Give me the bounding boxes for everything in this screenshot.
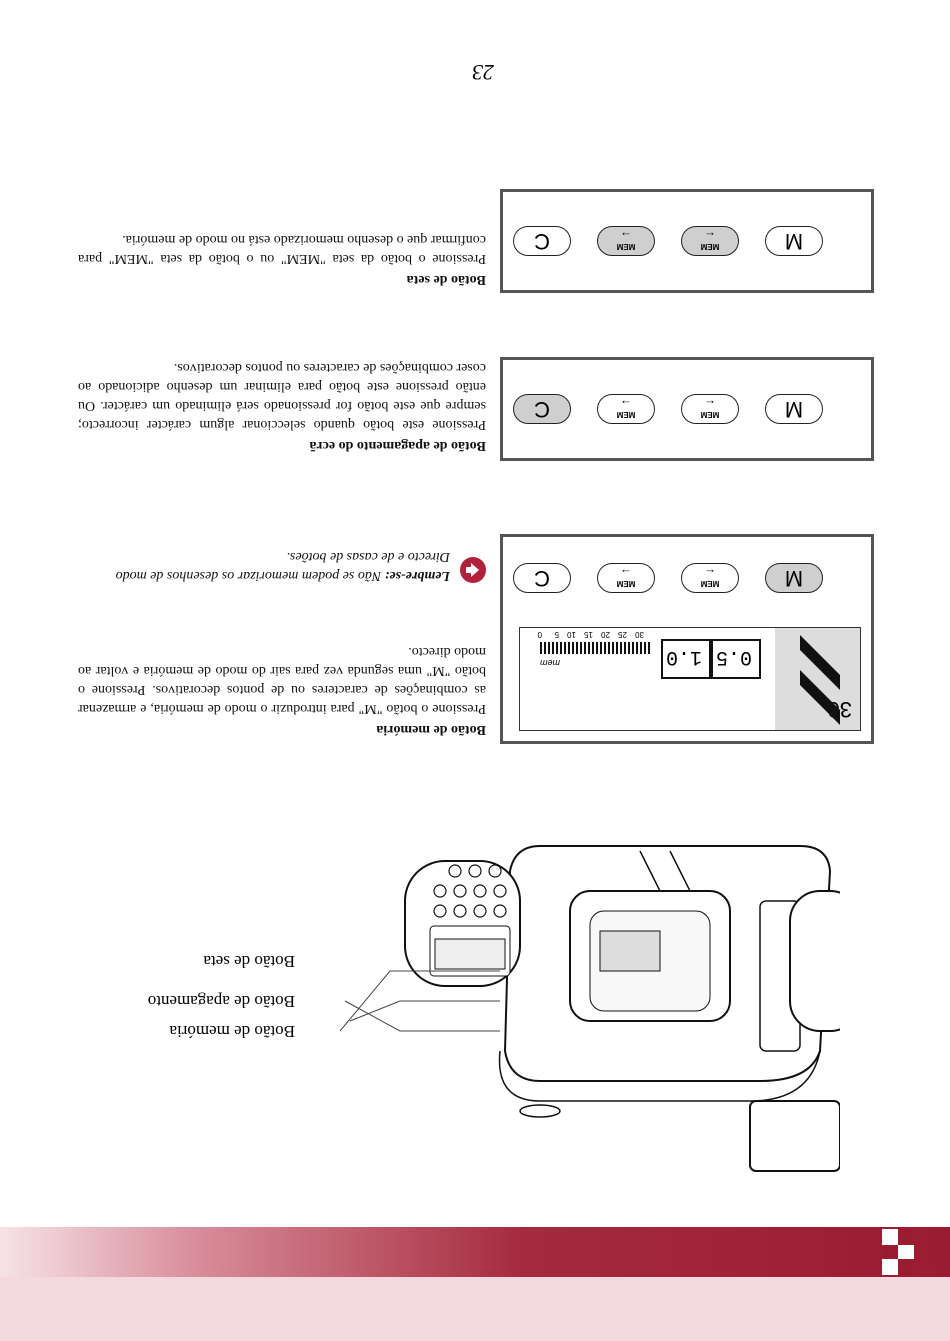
lcd-scale-tick: 5 [554,630,559,639]
arrow-right-icon: → [620,397,632,411]
arrow-right-icon: → [620,566,632,580]
note-arrow-icon [460,557,486,583]
section-memory: Botão de memória Pressione o botão "M" p… [78,642,486,739]
label-memory-button: Botão de memória [169,1022,295,1041]
lcd-mem-label: mem [539,658,560,668]
arrow-left-icon: ← [704,566,716,580]
panel-arrow: M MEM← MEM→ C [500,189,874,293]
arrow-mem-button-left[interactable]: MEM← [681,226,739,256]
lcd-width-value: 0.5 [716,645,752,668]
m-button[interactable]: M [765,394,823,424]
arrow-mem-button-left[interactable]: MEM← [681,563,739,593]
m-button[interactable]: M [765,226,823,256]
section-marker-icon [882,1229,914,1275]
lcd-scale-tick: 15 [584,630,593,639]
page-number: 23 [472,60,494,85]
label-leader-lines [339,970,500,1032]
section-memory-text: Pressione o botão "M" para introduzir o … [78,644,486,716]
lcd-scale-tick: 0 [537,630,542,639]
label-arrow-button: Botão de seta [203,952,295,971]
section-arrow: Botão de seta Pressione o botão da seta … [78,230,486,289]
c-button[interactable]: C [513,394,571,424]
note-block: Lembre-se: Não se podem memorizar os des… [80,547,450,585]
lcd-scale-tick: 10 [567,630,576,639]
section-clear: Botão de apagamento do ecrã Pressione es… [78,358,486,455]
arrow-mem-button-right[interactable]: MEM→ [597,226,655,256]
arrow-left-icon: ← [704,229,716,243]
lcd-scale-tick: 20 [601,630,610,639]
c-button[interactable]: C [513,563,571,593]
section-arrow-text: Pressione o botão da seta "MEM" ou o bot… [78,232,486,266]
arrow-left-icon: ← [704,397,716,411]
section-clear-text: Pressione este botão quando seleccionar … [78,360,486,432]
section-arrow-heading: Botão de seta [406,272,486,287]
arrow-mem-button-right[interactable]: MEM→ [597,563,655,593]
panel-clear: M MEM← MEM→ C [500,357,874,461]
arrow-right-icon: → [620,229,632,243]
header-banner: Botão de memória [0,1182,950,1277]
arrow-mem-button-right[interactable]: MEM→ [597,394,655,424]
m-button[interactable]: M [765,563,823,593]
c-button[interactable]: C [513,226,571,256]
arrow-mem-button-left[interactable]: MEM← [681,394,739,424]
lcd-length-value: 1.0 [666,645,702,668]
section-clear-heading: Botão de apagamento do ecrã [309,438,486,453]
sewing-machine-illustration [404,845,840,1172]
section-memory-heading: Botão de memória [376,722,486,737]
lcd-scale-tick: 30 [635,630,644,639]
label-clear-button: Botão de apagamento [147,992,295,1011]
lcd-scale-tick: 25 [618,630,627,639]
note-label: Lembre-se: [384,568,450,583]
